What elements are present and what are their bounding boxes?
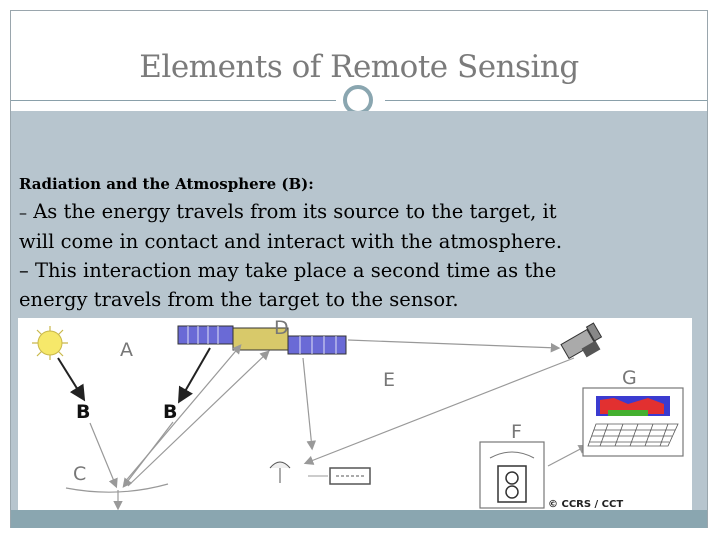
label-b1: B xyxy=(76,401,90,423)
ground-station-icon xyxy=(269,461,371,485)
label-b2: B xyxy=(163,401,177,423)
subheading: Radiation and the Atmosphere (B): xyxy=(19,175,314,193)
label-g: G xyxy=(622,367,637,389)
paragraph-line-2: will come in contact and interact with t… xyxy=(19,229,563,253)
satellite-d-icon xyxy=(177,325,347,355)
image-output-icon xyxy=(582,387,684,457)
arrow-transmission xyxy=(347,339,561,353)
diagram-svg: A D B B xyxy=(32,317,684,511)
bottom-bar xyxy=(11,510,707,528)
ray-b1-to-c xyxy=(89,422,118,489)
arrow-satellite-to-station xyxy=(303,357,575,465)
title-rule-right xyxy=(385,100,707,101)
label-d: D xyxy=(274,318,289,339)
receiving-satellite-icon xyxy=(560,322,603,360)
label-f: F xyxy=(511,421,522,443)
arrow-sun-to-b1 xyxy=(57,357,86,402)
label-c: C xyxy=(73,463,86,485)
body-paragraph: – As the energy travels from its source … xyxy=(19,198,619,315)
ray-c-to-d xyxy=(123,344,242,484)
ray-c-to-d-2 xyxy=(127,350,270,487)
remote-sensing-diagram: A D B B xyxy=(18,317,692,511)
arrow-d-to-b2 xyxy=(178,347,211,404)
paragraph-line-1: – As the energy travels from its source … xyxy=(19,200,557,223)
copyright-text: © CCRS / CCT xyxy=(548,499,623,510)
ray-d-to-station xyxy=(302,357,317,451)
sun-icon xyxy=(32,326,68,360)
processing-box-icon xyxy=(479,441,545,509)
paragraph-line-3: – This interaction may take place a seco… xyxy=(19,259,557,282)
title-rule-left xyxy=(11,100,336,101)
arrow-f-to-g xyxy=(547,444,589,467)
label-a: A xyxy=(120,339,133,361)
ground-line xyxy=(65,483,169,493)
label-e: E xyxy=(383,369,395,391)
paragraph-line-4: energy travels from the target to the se… xyxy=(19,287,459,311)
